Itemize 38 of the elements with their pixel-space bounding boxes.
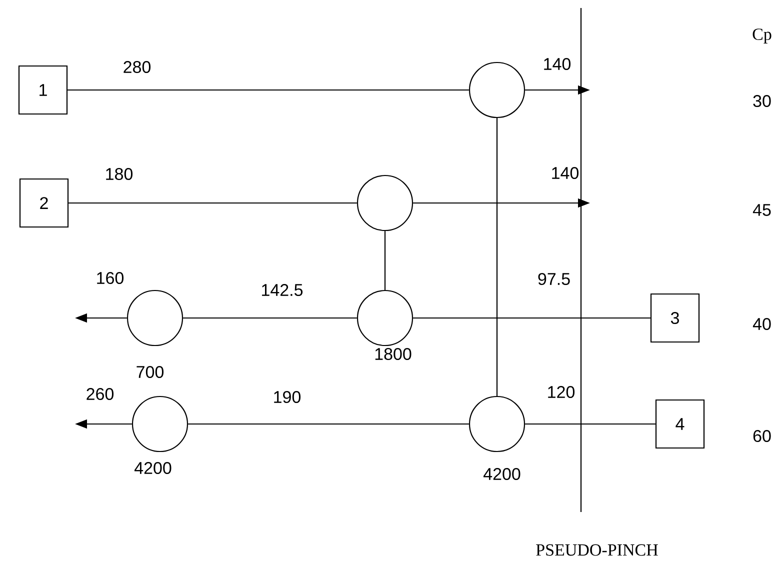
value-label: 45 <box>752 204 771 216</box>
exchanger-circle <box>356 174 414 232</box>
stream-line <box>68 89 469 91</box>
stream-box: 2 <box>19 178 69 228</box>
exchanger-circle <box>468 396 526 452</box>
value-label: 40 <box>752 318 771 330</box>
stream-box: 1 <box>18 65 68 115</box>
exchanger-circle <box>356 290 414 346</box>
stream-line <box>183 317 357 319</box>
value-label: 97.5 <box>538 272 570 286</box>
value-label: 280 <box>124 60 151 74</box>
value-label: 260 <box>86 388 114 400</box>
value-label: 160 <box>97 272 124 284</box>
value-label: 190 <box>274 390 301 404</box>
exchanger-circle <box>468 62 526 118</box>
stream-box: 4 <box>655 399 705 449</box>
value-label: 60 <box>753 430 771 442</box>
duty-label: 4200 <box>134 462 172 474</box>
stream-line <box>188 423 469 425</box>
cp-label: Cp <box>752 28 772 44</box>
stream-line <box>384 231 386 290</box>
value-label: 180 <box>106 168 133 180</box>
stream-line <box>413 317 650 319</box>
value-label: 140 <box>552 166 579 180</box>
value-label: 140 <box>544 58 571 70</box>
stream-line <box>525 423 656 425</box>
value-label: 120 <box>548 386 575 398</box>
exchanger-circle <box>126 290 184 346</box>
pinch-label: PSEUDO-PINCH <box>536 544 658 556</box>
exchanger-circle <box>132 396 188 452</box>
stream-line <box>496 118 498 396</box>
value-label: 142.5 <box>262 284 303 296</box>
stream-line <box>68 202 357 204</box>
stream-box: 3 <box>650 293 700 343</box>
duty-label: 700 <box>136 366 164 378</box>
value-label: 30 <box>753 94 771 108</box>
duty-label: 1800 <box>375 348 412 360</box>
duty-label: 4200 <box>483 468 520 480</box>
